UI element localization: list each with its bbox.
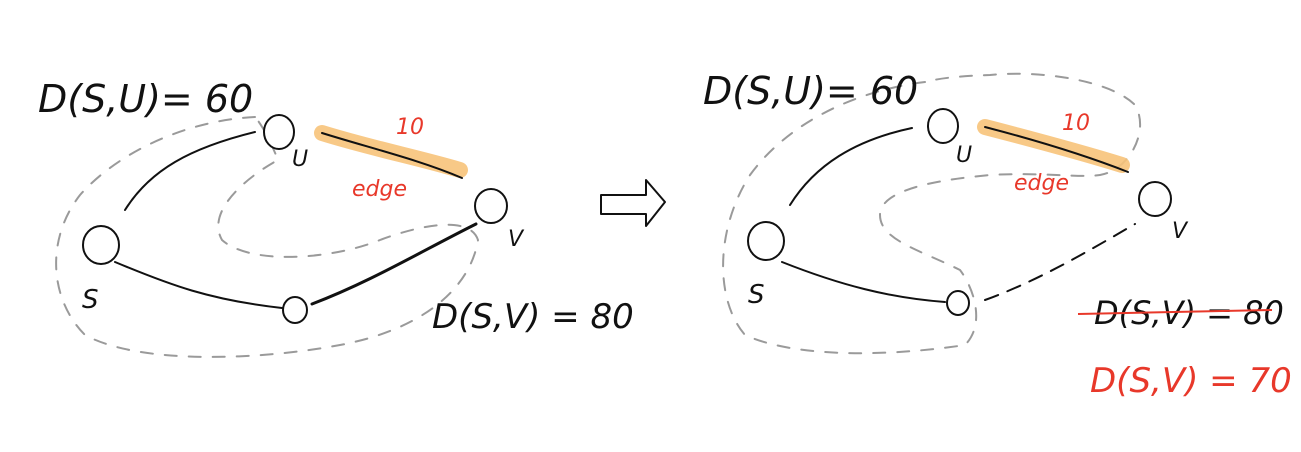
right-node-o	[946, 290, 970, 316]
left-dist-v-label: D(S,V) = 80	[432, 297, 634, 337]
right-dist-u-label: D(S,U)= 60	[703, 69, 918, 113]
left-edge-s-o	[114, 261, 283, 309]
left-node-u-label: U	[292, 147, 308, 172]
left-edge-o-v	[310, 222, 478, 306]
left-node-v-label: V	[508, 227, 525, 252]
left-node-u	[263, 114, 295, 150]
right-new-dist-v-label: D(S,V) = 70	[1090, 361, 1292, 401]
left-weight-label: 10	[396, 115, 424, 140]
left-node-o	[282, 296, 308, 324]
left-panel: D(S,U)= 60 D(S,V) = 80 S U V 10 edge	[38, 77, 634, 358]
right-node-v-label: V	[1172, 219, 1189, 244]
right-old-dist-v-strikethrough	[1077, 309, 1273, 315]
left-node-v	[474, 188, 508, 224]
right-edge-u-v	[984, 126, 1129, 173]
right-edge-o-v	[984, 223, 1136, 301]
right-node-u-label: U	[956, 143, 972, 168]
left-dist-u-label: D(S,U)= 60	[38, 77, 253, 121]
right-node-u	[927, 108, 959, 144]
left-edge-u-v	[321, 132, 463, 179]
right-weight-label: 10	[1062, 111, 1090, 136]
left-node-s	[82, 225, 120, 265]
left-edge-label: edge	[352, 177, 407, 202]
right-node-s-label: S	[748, 280, 765, 310]
right-node-s	[747, 221, 785, 261]
right-panel: D(S,U)= 60 D(S,V) = 80 D(S,V) = 70 S U V…	[703, 69, 1292, 401]
left-node-s-label: S	[82, 285, 99, 315]
transition-arrow	[600, 179, 666, 227]
right-explored-region	[722, 72, 1141, 355]
right-edge-label: edge	[1014, 171, 1069, 196]
right-edge-s-o	[781, 261, 946, 303]
left-edge-s-u	[124, 131, 256, 211]
right-edge-s-u	[789, 127, 913, 206]
right-node-v	[1138, 181, 1172, 217]
left-explored-region	[55, 115, 480, 358]
